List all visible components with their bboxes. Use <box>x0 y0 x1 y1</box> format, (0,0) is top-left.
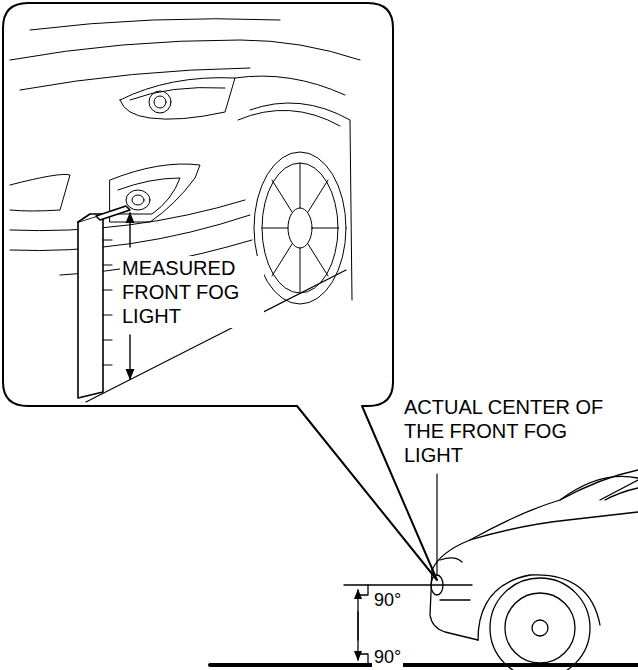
callout-label: ACTUAL CENTER OF THE FRONT FOG LIGHT <box>402 395 611 467</box>
measure-arrow <box>129 335 130 379</box>
tick-marks <box>103 240 112 365</box>
ground-line <box>210 663 638 667</box>
callout-bubble <box>3 3 437 580</box>
dimension-lines <box>344 585 472 664</box>
angle-label: 90° <box>372 645 403 669</box>
callout-label: MEASURED FRONT FOG LIGHT <box>120 256 264 328</box>
angle-label: 90° <box>372 588 403 612</box>
measure-arrow <box>129 213 130 247</box>
leader-line <box>436 474 437 575</box>
car-side <box>430 470 638 670</box>
